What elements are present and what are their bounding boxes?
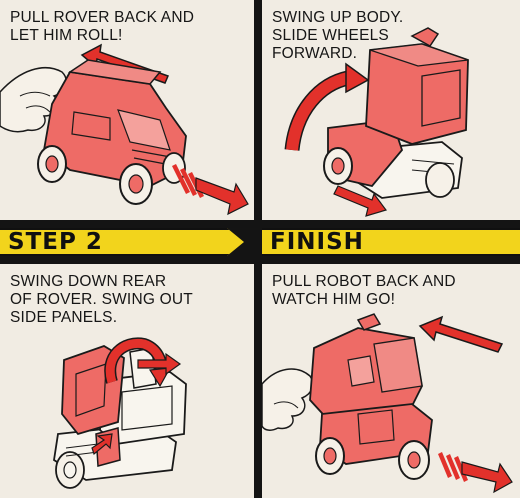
roll-forward-arrow <box>172 164 249 216</box>
swing-down-rear-illustration <box>53 337 187 489</box>
curved-swing-arrow <box>284 62 370 151</box>
panel-finish: PULL ROBOT BACK AND WATCH HIM GO! <box>262 264 520 498</box>
caption-swing-down-rear: SWING DOWN REAR OF ROVER. SWING OUT SIDE… <box>10 273 193 326</box>
robot-go-illustration <box>262 313 513 494</box>
step-2-label: STEP 2 <box>8 229 103 255</box>
swing-up-body-illustration <box>284 27 469 217</box>
slide-forward-arrow <box>333 185 387 217</box>
hand-icon <box>262 368 314 431</box>
pull-back-arrow <box>418 315 504 353</box>
swing-down-arrow <box>91 433 113 456</box>
robot-body <box>309 313 423 425</box>
rover-roll-illustration <box>0 43 249 216</box>
robot-legs <box>315 403 433 480</box>
banner-stripe-bottom <box>262 254 520 256</box>
finish-label: FINISH <box>270 229 364 255</box>
raised-body-block <box>365 27 469 145</box>
caption-swing-up-body: SWING UP BODY. SLIDE WHEELS FORWARD. <box>272 9 404 62</box>
panel-swing-down-rear: SWING DOWN REAR OF ROVER. SWING OUT SIDE… <box>0 264 254 498</box>
panel-pull-rover-back: PULL ROVER BACK AND LET HIM ROLL! <box>0 0 254 220</box>
banner-stripe-top <box>262 228 520 230</box>
banner-stripe-top <box>0 228 244 230</box>
swing-out-arrow <box>137 352 182 376</box>
finish-banner: FINISH <box>262 228 520 256</box>
panel-swing-up-body: SWING UP BODY. SLIDE WHEELS FORWARD. <box>262 0 520 220</box>
caption-pull-robot-back: PULL ROBOT BACK AND WATCH HIM GO! <box>272 273 456 308</box>
banner-stripe-bottom <box>0 254 244 256</box>
step-2-banner: STEP 2 <box>0 228 244 256</box>
caption-pull-rover-back: PULL ROVER BACK AND LET HIM ROLL! <box>10 9 195 44</box>
rover-red-base <box>323 119 404 187</box>
roll-forward-arrow <box>438 452 513 494</box>
